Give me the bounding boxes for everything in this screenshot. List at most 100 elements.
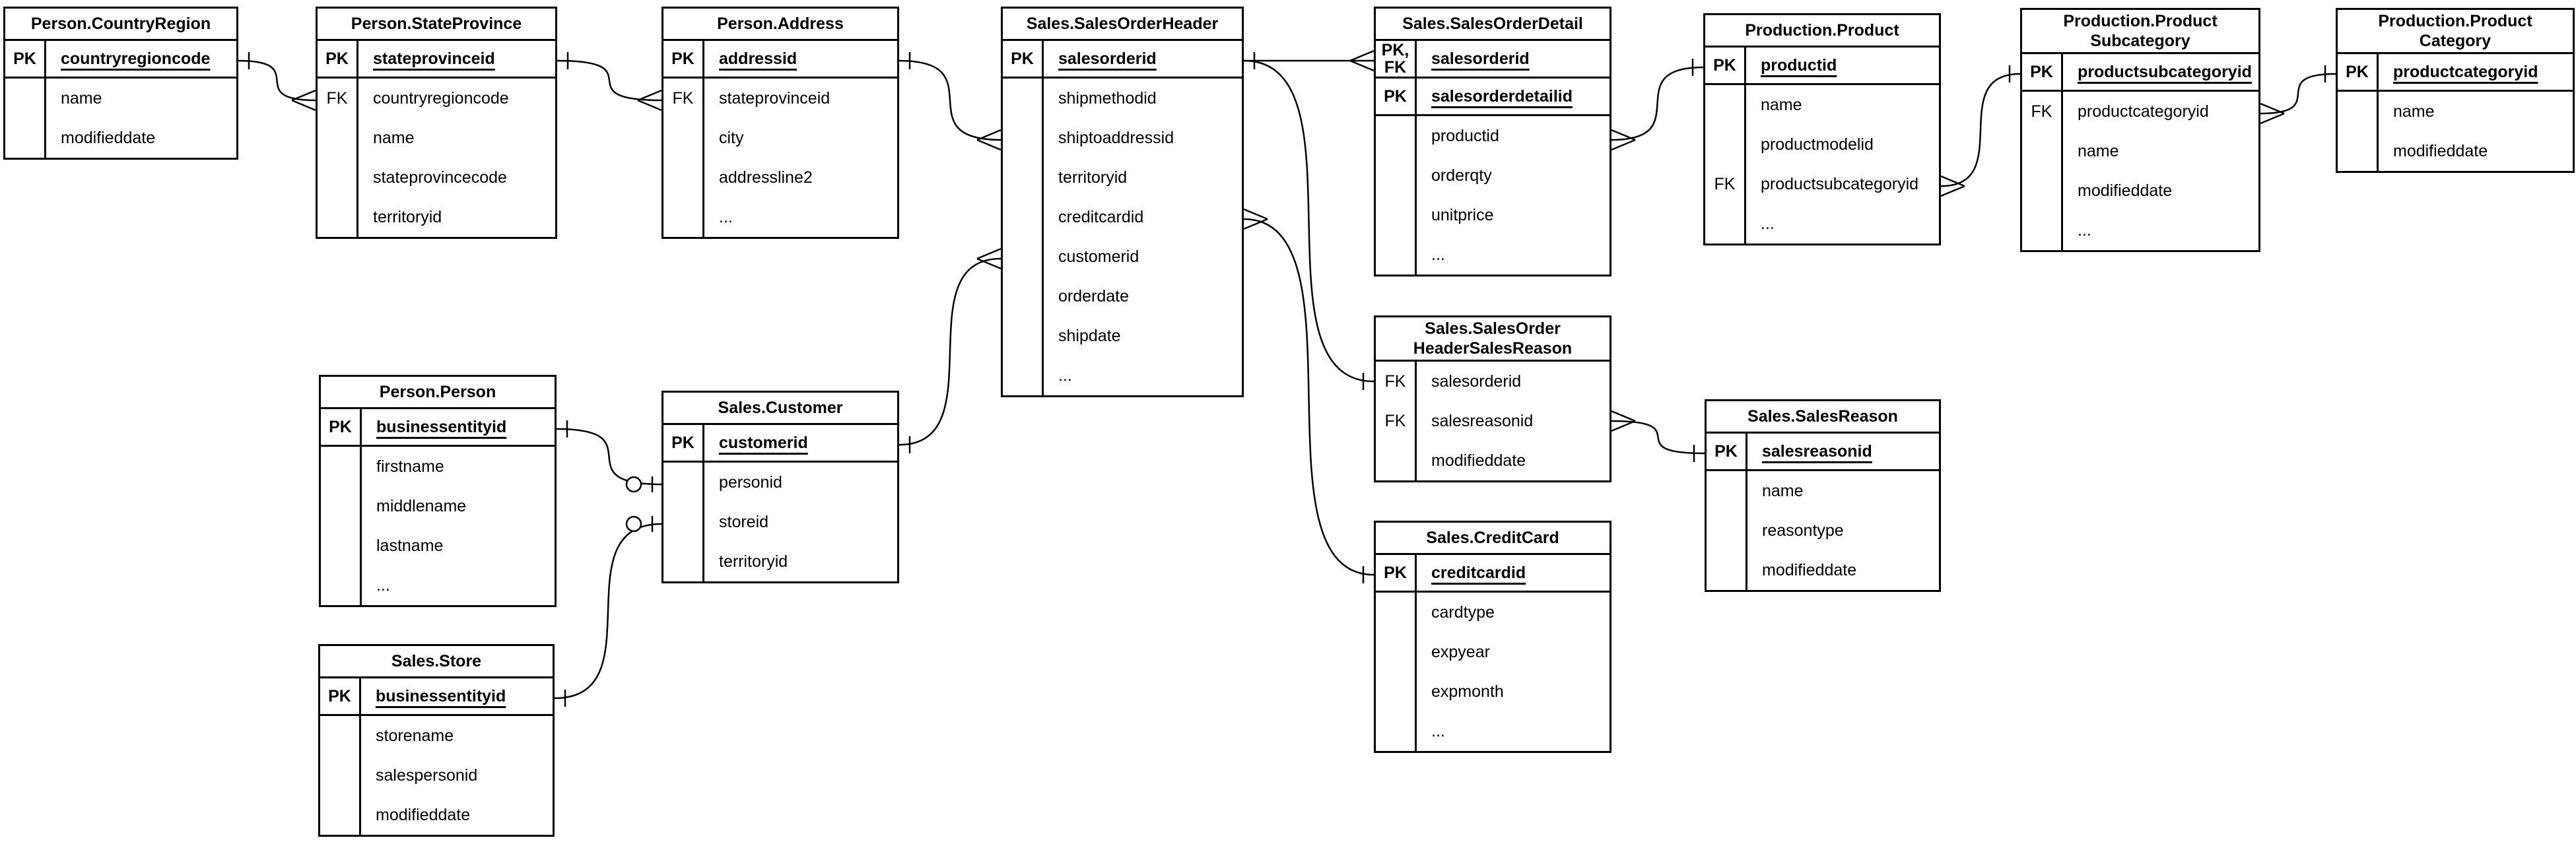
crowfoot-marker-product-to-productsubcategory xyxy=(1940,175,1965,197)
key-label: FK xyxy=(1376,362,1417,401)
table-title: Person.CountryRegion xyxy=(5,9,236,41)
attribute-row: territoryid xyxy=(663,542,897,581)
relationship-countryregion-to-stateprovince[interactable] xyxy=(238,59,316,102)
crowfoot-marker-productsubcategory-to-productcategory xyxy=(2260,102,2285,125)
relationship-headersalesreason-to-salesreason[interactable] xyxy=(1611,420,1705,455)
key-label: PK xyxy=(321,409,362,445)
key-label: PK xyxy=(1707,434,1747,469)
zero-one-circle-store-to-customer xyxy=(625,515,642,533)
key-label xyxy=(2022,131,2063,171)
table-title: Sales.Customer xyxy=(663,393,897,425)
attribute-row: modifieddate xyxy=(5,118,236,158)
key-label xyxy=(2022,171,2063,211)
crowfoot-marker-salesorderdetail-to-product xyxy=(1611,129,1636,151)
attribute-name: stateprovinceid xyxy=(373,49,495,68)
relationship-person-to-customer[interactable] xyxy=(556,428,662,486)
table-title: Person.Address xyxy=(663,9,897,41)
relationship-store-to-customer[interactable] xyxy=(554,523,662,700)
attribute-name: customerid xyxy=(719,433,808,452)
key-label: FK xyxy=(663,79,704,118)
key-label xyxy=(2022,211,2063,250)
attribute-row: modifieddate xyxy=(2022,171,2258,211)
relationship-customer-to-salesorderheader[interactable] xyxy=(898,257,1001,446)
attribute-name: salesorderid xyxy=(1058,49,1157,68)
attribute-row: orderdate xyxy=(1003,277,1242,316)
attribute-name: salesorderdetailid xyxy=(1431,86,1573,106)
attribute-name: countryregioncode xyxy=(373,88,509,108)
zero-one-circle-person-to-customer xyxy=(625,476,642,493)
key-label xyxy=(1707,550,1747,590)
attribute-name: businessentityid xyxy=(376,686,506,705)
attribute-row: modifieddate xyxy=(320,795,553,835)
relationship-salesorderdetail-to-product[interactable] xyxy=(1611,66,1704,141)
key-label xyxy=(663,542,704,581)
attribute-row: unitprice xyxy=(1376,195,1610,235)
attribute-name: reasontype xyxy=(1762,521,1844,540)
attribute-name: salesorderid xyxy=(1431,372,1522,391)
key-label xyxy=(318,158,358,197)
attribute-row: ... xyxy=(1376,235,1610,275)
attribute-row: name xyxy=(1705,85,1939,125)
key-label xyxy=(663,502,704,542)
key-label xyxy=(1376,195,1417,235)
attribute-name: territoryid xyxy=(719,552,788,571)
key-label xyxy=(663,118,704,158)
key-label xyxy=(1707,511,1747,550)
table-title: Sales.CreditCard xyxy=(1376,523,1610,555)
key-label xyxy=(321,447,362,486)
key-label xyxy=(5,79,46,118)
key-label xyxy=(1705,125,1746,164)
attribute-row: name xyxy=(2022,131,2258,171)
relationship-product-to-productsubcategory[interactable] xyxy=(1940,73,2021,187)
key-label: PK xyxy=(318,41,358,77)
attribute-row: shiptoaddressid xyxy=(1003,118,1242,158)
key-label xyxy=(1376,156,1417,195)
key-label: FK xyxy=(1705,164,1746,204)
key-label xyxy=(1705,204,1746,244)
key-label xyxy=(1003,118,1044,158)
relationship-address-to-salesorderheader[interactable] xyxy=(898,59,1001,141)
attribute-name: middlename xyxy=(376,496,467,515)
attribute-name: productcategoryid xyxy=(2078,102,2209,121)
attribute-name: salesreasonid xyxy=(1431,411,1534,430)
key-label: FK xyxy=(1376,401,1417,441)
attribute-row: addressline2 xyxy=(663,158,897,197)
attribute-row: orderqty xyxy=(1376,156,1610,195)
attribute-name: cardtype xyxy=(1431,602,1495,622)
table-title: Production.Product Subcategory xyxy=(2022,10,2258,54)
key-label xyxy=(321,526,362,566)
relationship-salesorderheader-to-creditcard[interactable] xyxy=(1243,218,1374,576)
attribute-name: modifieddate xyxy=(61,128,156,147)
attribute-row: storename xyxy=(320,716,553,756)
attribute-row: name xyxy=(1707,471,1939,511)
relationship-productsubcategory-to-productcategory[interactable] xyxy=(2260,73,2336,115)
key-label xyxy=(1003,316,1044,356)
attribute-name: customerid xyxy=(1058,247,1139,266)
attribute-name: shiptoaddressid xyxy=(1058,128,1174,147)
relationship-salesorderheader-to-headersalesreason[interactable] xyxy=(1243,59,1374,383)
relationship-stateprovince-to-address[interactable] xyxy=(557,59,662,102)
attribute-row: customerid xyxy=(1003,237,1242,277)
attribute-name: ... xyxy=(1431,721,1445,740)
attribute-row: ... xyxy=(1003,356,1242,395)
key-label xyxy=(1376,632,1417,672)
key-label xyxy=(320,716,361,756)
